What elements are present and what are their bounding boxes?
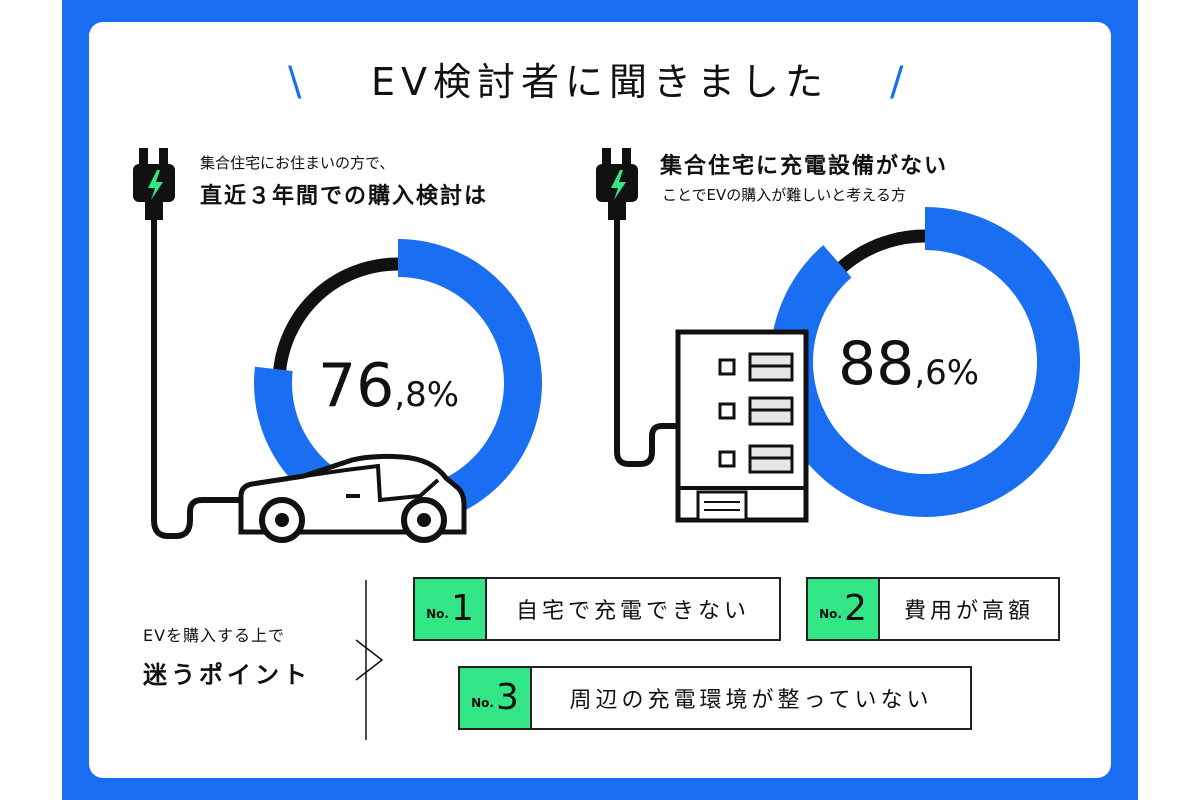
title-slash-right: / [890, 59, 904, 105]
building-icon [675, 329, 809, 523]
lightning-icon [611, 170, 626, 200]
rank-prefix: No. [426, 607, 449, 621]
rank-number: 1 [450, 588, 474, 629]
points-separator [355, 580, 384, 740]
rank-number: 2 [843, 588, 867, 629]
donut-right-value-int: 88 [838, 329, 915, 399]
rank-text: 周辺の充電環境が整っていない [569, 688, 933, 713]
rank-badge-2: No. 2 [808, 579, 880, 639]
title-slash-left: \ [288, 59, 302, 105]
page-title: EV検討者に聞きました [370, 60, 829, 104]
plug-icon [133, 148, 175, 220]
rank-item-2: No. 2 費用が高額 [806, 577, 1060, 641]
plug-icon-right [596, 148, 638, 220]
donut-left-value-int: 76 [318, 351, 395, 421]
left-caption-line1: 集合住宅にお住まいの方で、 [200, 154, 395, 172]
rank-text: 自宅で充電できない [515, 599, 750, 624]
car-icon [238, 453, 467, 543]
right-cord [614, 218, 680, 467]
rank-item-1: No. 1 自宅で充電できない [413, 577, 781, 641]
rank-number: 3 [495, 677, 519, 718]
rank-badge-1: No. 1 [415, 579, 487, 639]
rank-prefix: No. [819, 607, 842, 621]
donut-right-value-dec: ,6% [914, 353, 980, 393]
rank-badge-3: No. 3 [460, 668, 532, 728]
rank-text: 費用が高額 [903, 599, 1034, 624]
points-label-small: EVを購入する上で [143, 626, 286, 645]
donut-right-value: 88,6% [838, 334, 979, 394]
left-caption-line2: 直近３年間での購入検討は [200, 184, 489, 209]
rank-item-3: No. 3 周辺の充電環境が整っていない [458, 666, 972, 730]
left-cord [151, 218, 242, 539]
donut-left-value: 76,8% [318, 356, 459, 416]
donut-left-value-dec: ,8% [394, 375, 460, 415]
points-label-large: 迷うポイント [143, 661, 311, 689]
right-caption-line2: ことでEVの購入が難しいと考える方 [662, 186, 906, 204]
rank-prefix: No. [471, 696, 494, 710]
lightning-icon [148, 170, 163, 200]
right-caption-line1: 集合住宅に充電設備がない [660, 154, 949, 179]
